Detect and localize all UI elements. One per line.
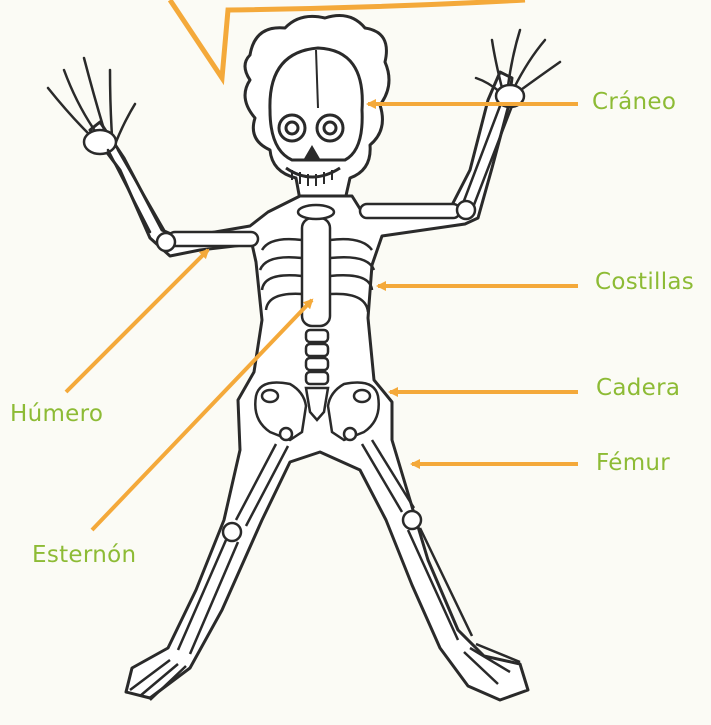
arrow-humero <box>66 250 208 392</box>
label-esternon: Esternón <box>32 542 136 568</box>
label-cadera: Cadera <box>596 375 680 401</box>
label-craneo: Cráneo <box>592 89 676 115</box>
label-costillas: Costillas <box>595 269 694 295</box>
spine <box>306 330 328 420</box>
label-femur: Fémur <box>596 450 670 476</box>
label-humero: Húmero <box>10 401 103 427</box>
